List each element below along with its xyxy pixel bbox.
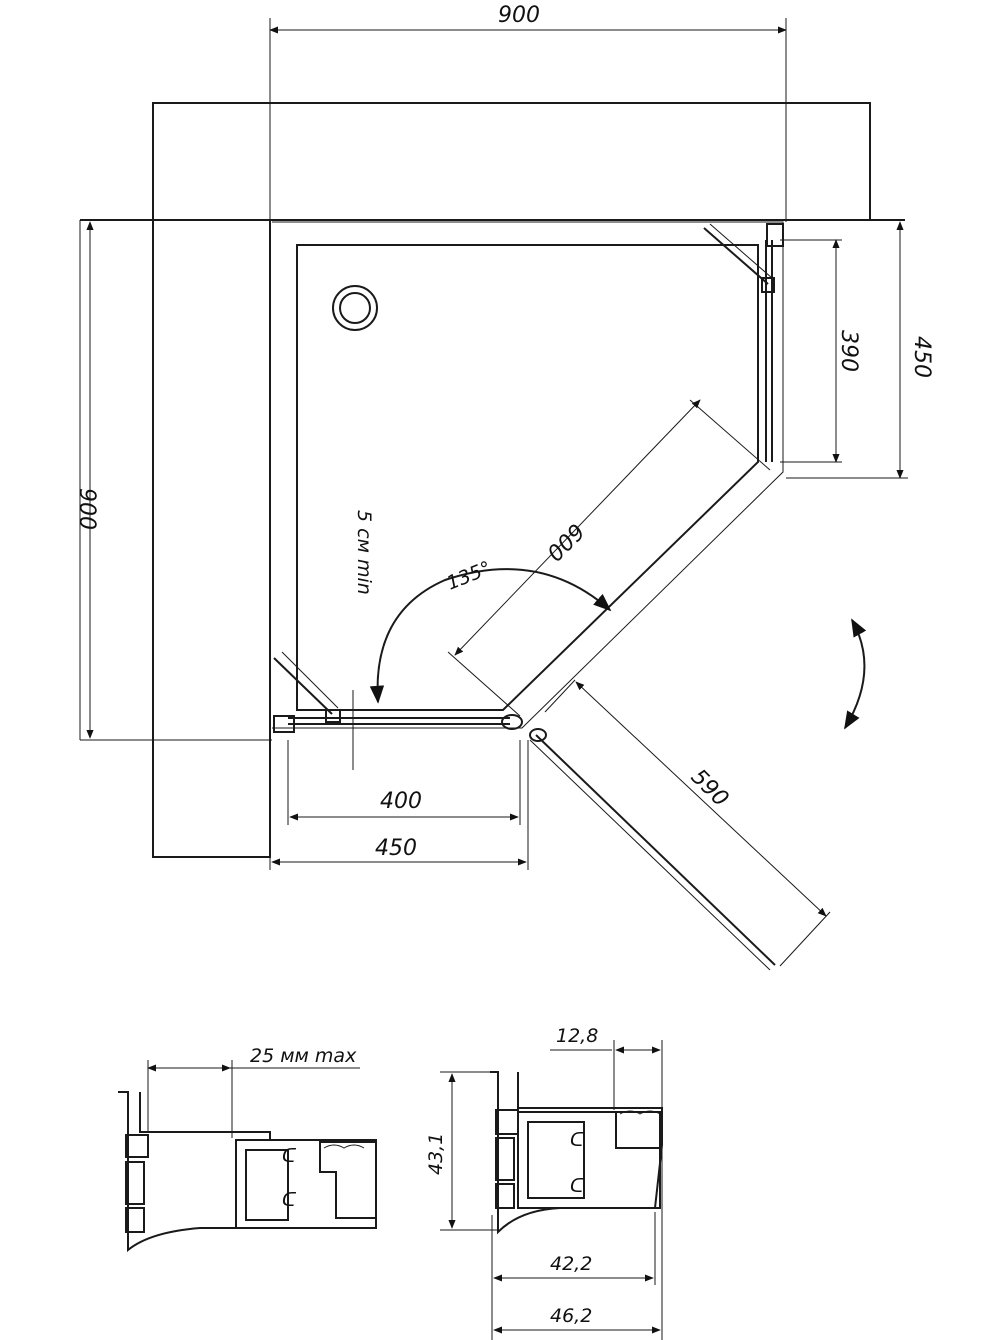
dim-outer-width-right: 46,2 <box>550 1305 592 1327</box>
dim-top-width: 900 <box>498 3 540 28</box>
swing-door-open <box>529 734 776 971</box>
dim-top-width-right: 12,8 <box>556 1025 598 1047</box>
rotation-arrow-icon <box>844 618 867 730</box>
svg-text:ᑕ: ᑕ <box>570 1129 585 1151</box>
profile-detail-right: ᑕ ᑕ 12,8 43,1 42,2 46,2 <box>425 1025 663 1340</box>
shower-tray <box>296 244 759 711</box>
dim-left-height: 900 <box>74 488 99 530</box>
dim-angle: 135° <box>444 557 495 595</box>
svg-text:ᑕ: ᑕ <box>282 1145 297 1167</box>
dim-height-right: 43,1 <box>425 1133 447 1175</box>
left-glass-panel <box>273 651 510 733</box>
dim-door-width: 590 <box>686 765 733 812</box>
dim-min-gap: 5 см min <box>353 510 375 595</box>
dim-right-total: 450 <box>909 336 934 378</box>
dim-bottom-total: 450 <box>375 836 417 861</box>
wall-hatched <box>152 102 871 858</box>
svg-text:ᑕ: ᑕ <box>570 1175 585 1197</box>
dim-max-gap: 25 мм max <box>250 1045 357 1067</box>
dim-bottom-inner: 400 <box>380 789 422 814</box>
door-hinge-icon <box>501 714 547 742</box>
dim-right-inner: 390 <box>836 330 861 372</box>
drain-icon <box>332 285 378 331</box>
profile-detail-left: ᑕ ᑕ 25 мм max <box>118 1045 377 1253</box>
right-glass-panel <box>703 223 784 462</box>
dim-inner-width-right: 42,2 <box>550 1253 592 1275</box>
plan-view: 900 900 450 390 600 135° 5 см min 400 <box>74 3 934 971</box>
tray-outer-edge <box>272 221 784 729</box>
svg-text:ᑕ: ᑕ <box>282 1189 297 1211</box>
angle-arc <box>369 568 612 704</box>
